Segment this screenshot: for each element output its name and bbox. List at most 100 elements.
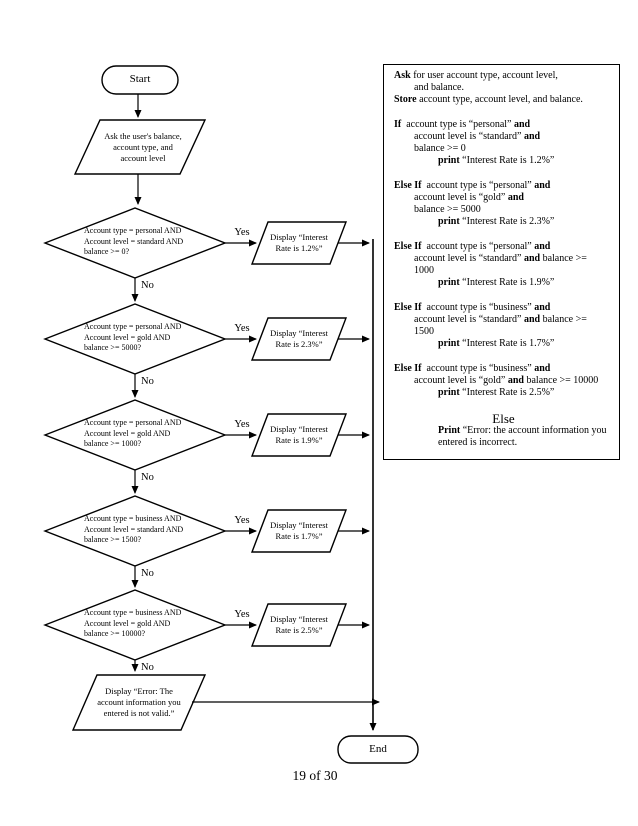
pseudocode-line: and balance. (394, 82, 613, 94)
no-label: No (141, 280, 154, 291)
display-parallelogram (250, 509, 348, 553)
pseudocode-text: entered is incorrect. (438, 437, 518, 449)
pseudocode-keyword: and (534, 179, 551, 191)
ask-parallelogram (73, 119, 207, 175)
pseudocode-lines: Ask for user account type, account level… (394, 70, 613, 450)
pseudocode-line: balance >= 0 (394, 143, 613, 155)
display-line: Display “Interest (270, 520, 328, 530)
pseudocode-line (394, 229, 613, 241)
pseudocode-line (394, 290, 613, 302)
pseudocode-line: print “Interest Rate is 2.5%” (394, 387, 613, 399)
pseudocode-text: account level is “standard” (414, 131, 524, 143)
condition-line: Account level = standard AND (84, 524, 184, 534)
display-parallelogram (250, 413, 348, 457)
pseudocode-line: entered is incorrect. (394, 437, 613, 449)
display-line: Rate is 1.2%” (275, 243, 323, 253)
pseudocode-text: balance >= (540, 314, 587, 326)
display-line: Display “Interest (270, 232, 328, 242)
pseudocode-keyword: and (513, 118, 531, 130)
pseudocode-keyword: Else If (394, 301, 422, 313)
pseudocode-text: and balance. (414, 82, 464, 94)
pseudocode-text: account type is “business” (421, 301, 535, 313)
pseudocode-keyword: Ask (394, 70, 411, 81)
pseudocode-line: Else If account type is “personal” and (394, 241, 613, 253)
pseudocode-text: account level is “gold” (414, 375, 508, 387)
pseudocode-text: “Interest Rate is 1.9%” (459, 277, 555, 289)
pseudocode-keyword: and (507, 192, 524, 204)
display-line: Rate is 2.5%” (275, 625, 323, 635)
display-line: Display “Interest (270, 328, 328, 338)
pseudocode-text: 1000 (414, 265, 434, 277)
pseudocode-keyword: print (438, 277, 460, 289)
pseudocode-text: “Interest Rate is 1.7%” (459, 338, 555, 350)
pseudocode-keyword: print (438, 338, 460, 350)
pseudocode-line: account level is “gold” and balance >= 1… (394, 375, 613, 387)
error-node-text: Display “Error: The account information … (89, 686, 189, 719)
no-label: No (141, 662, 154, 673)
ask-line: account type, and (113, 142, 173, 152)
pseudocode-line: 1500 (394, 326, 613, 338)
ask-line: Ask the user's balance, (104, 131, 182, 141)
pseudocode-line (394, 168, 613, 180)
pseudocode-line: Else (394, 410, 613, 426)
pseudocode-keyword: Else If (394, 240, 422, 252)
error-line: account information you (97, 697, 181, 707)
condition-line: balance >= 10000? (84, 629, 145, 638)
condition-line: balance >= 1000? (84, 439, 141, 448)
pseudocode-keyword: If (394, 118, 402, 130)
pseudocode-text: “Interest Rate is 2.3%” (459, 216, 555, 228)
pseudocode-line: Else If account type is “personal” and (394, 180, 613, 192)
display-line: Rate is 2.3%” (275, 339, 323, 349)
pseudocode-line (394, 107, 613, 119)
pseudocode-keyword: and (534, 301, 551, 313)
pseudocode-keyword: and (507, 375, 524, 387)
error-line: Display “Error: The (105, 686, 173, 696)
pseudocode-line: If account type is “personal” and (394, 119, 613, 131)
start-label: Start (129, 73, 151, 85)
yes-label: Yes (234, 515, 250, 526)
pseudocode-line: account level is “standard” and balance … (394, 253, 613, 265)
display-parallelogram (250, 317, 348, 361)
pseudocode-text: balance >= 5000 (414, 204, 481, 216)
pseudocode-line: account level is “standard” and (394, 131, 613, 143)
pseudocode-line: print “Interest Rate is 1.9%” (394, 277, 613, 289)
condition-line: Account level = gold AND (84, 618, 171, 628)
no-label: No (141, 376, 154, 387)
pseudocode-text: balance >= (540, 253, 587, 265)
pseudocode-text: account level is “standard” (414, 314, 524, 326)
pseudocode-line: print “Interest Rate is 1.7%” (394, 338, 613, 350)
pseudocode-keyword: print (438, 155, 460, 167)
yes-label: Yes (234, 323, 250, 334)
condition-line: Account type = personal AND (84, 418, 182, 427)
ask-line: account level (120, 153, 166, 163)
pseudocode-line: account level is “standard” and balance … (394, 314, 613, 326)
pseudocode-text: account level is “gold” (414, 192, 508, 204)
pseudocode-line: print “Interest Rate is 1.2%” (394, 155, 613, 167)
pseudocode-text: account type is “personal” (401, 118, 514, 130)
pseudocode-keyword: print (438, 387, 460, 399)
decision-shapes-layer (43, 207, 370, 672)
pseudocode-line: 1000 (394, 265, 613, 277)
display-line: Display “Interest (270, 614, 328, 624)
pseudocode-line: Else If account type is “business” and (394, 302, 613, 314)
pseudocode-keyword: Store (394, 94, 417, 106)
pseudocode-text: account type is “personal” (421, 179, 535, 191)
pseudocode-line: Print “Error: the account information yo… (394, 425, 613, 437)
pseudocode-keyword: and (523, 131, 541, 143)
pseudocode-keyword: Else If (394, 179, 422, 191)
no-label: No (141, 472, 154, 483)
ask-node-text: Ask the user's balance, account type, an… (93, 131, 193, 164)
pseudocode-text: for user account type, account level, (410, 70, 558, 81)
pseudocode-text: account type is “personal” (421, 240, 535, 252)
pseudocode-keyword: and (523, 314, 541, 326)
end-label: End (369, 743, 387, 755)
condition-line: Account type = business AND (84, 514, 182, 523)
pseudocode-line: account level is “gold” and (394, 192, 613, 204)
pseudocode-text: “Error: the account information you (460, 425, 607, 437)
pseudocode-text: Else (492, 410, 515, 426)
